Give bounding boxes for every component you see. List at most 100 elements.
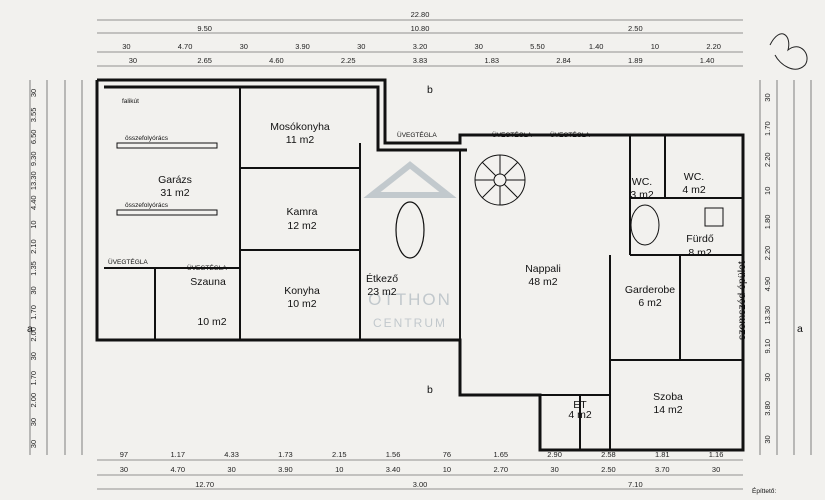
dimension-dims_top_d-0: 30 xyxy=(129,56,137,65)
misc-labels: ÜVEGTÉGLA ÜVEGTÉGLA ÜVEGTÉGLA ÜVEGTÉGLA … xyxy=(27,84,803,495)
room-name-wc1: WC. xyxy=(632,176,652,188)
dimension-dims_bottom_b-9: 2.50 xyxy=(601,465,616,474)
dimension-dims_bottom_a-8: 2.90 xyxy=(547,450,562,459)
dimension-dims_top_b-2: 2.50 xyxy=(628,24,643,33)
room-area-wc2: 4 m2 xyxy=(682,184,706,196)
room-name-kitchen: Konyha xyxy=(284,285,320,297)
room-name-et: ET xyxy=(573,399,587,411)
dimension-dims_bottom_a-11: 1.16 xyxy=(709,450,724,459)
dimension-lines xyxy=(29,19,812,490)
room-area-wardrobe: 6 m2 xyxy=(638,297,662,309)
section-a-left: a xyxy=(27,323,33,335)
dimension-dims_right-3: 10 xyxy=(763,187,772,195)
dimension-dims_top_c-4: 30 xyxy=(357,42,365,51)
dimension-dims_left-12: 30 xyxy=(29,352,38,360)
dimension-dims_left-6: 10 xyxy=(29,220,38,228)
room-area-bedroom: 14 m2 xyxy=(653,404,682,416)
glass-brick-5: ÜVEGTÉGLA xyxy=(187,263,227,272)
neighbor-building-label: szomszéd épület xyxy=(736,261,748,340)
dimension-dims_bottom_a-6: 76 xyxy=(443,450,451,459)
dimension-dims_bottom_a-2: 4.33 xyxy=(224,450,239,459)
dimension-dims_left-2: 6.50 xyxy=(29,130,38,145)
dimension-dims_top_b-1: 10.80 xyxy=(411,24,430,33)
room-name-dining: Étkező xyxy=(366,272,398,285)
dimension-dims_bottom_b-6: 10 xyxy=(443,465,451,474)
dimension-dims_right-1: 1.70 xyxy=(763,121,772,136)
dimension-dims_top_d-6: 2.84 xyxy=(556,56,571,65)
dimension-dims_left-10: 1.70 xyxy=(29,305,38,320)
dimension-dims_bottom_a-1: 1.17 xyxy=(170,450,185,459)
dimension-dims_left-16: 30 xyxy=(29,440,38,448)
dimension-dims_top_c-5: 3.20 xyxy=(413,42,428,51)
garage-grates xyxy=(116,142,218,216)
signature xyxy=(769,33,808,70)
room-area-wc1: 3 m2 xyxy=(630,189,654,201)
room-name-sauna: Szauna xyxy=(190,276,226,288)
dimension-dims_bottom_b-8: 30 xyxy=(550,465,558,474)
dimension-dims_left-5: 4.40 xyxy=(29,195,38,210)
dimension-dims_bottom_b-7: 2.70 xyxy=(493,465,508,474)
room-name-living: Nappali xyxy=(525,263,561,275)
room-area-kitchen: 10 m2 xyxy=(287,298,316,310)
dimension-dims_bottom_b-0: 30 xyxy=(120,465,128,474)
dimension-dims_right-11: 30 xyxy=(763,435,772,443)
dimension-dims_right-7: 13.30 xyxy=(763,306,772,325)
room-area-pantry: 12 m2 xyxy=(287,220,316,232)
dimension-dims_left-4: 13.30 xyxy=(29,171,38,190)
builder-label: Építtető: xyxy=(752,486,776,495)
room-area-et: 4 m2 xyxy=(568,409,592,421)
dimension-dims_top_c-10: 2.20 xyxy=(706,42,721,51)
dimension-dims_top_c-2: 30 xyxy=(240,42,248,51)
grate-label-2: összefolyórács xyxy=(125,202,169,209)
room-area-dining: 23 m2 xyxy=(367,286,396,298)
dimension-dims_top_d-8: 1.40 xyxy=(700,56,715,65)
dimension-dims_top_c-6: 30 xyxy=(475,42,483,51)
dimension-dims_left-13: 1.70 xyxy=(29,371,38,386)
bathtub-icon xyxy=(630,204,660,246)
dimension-dims_right-9: 30 xyxy=(763,373,772,381)
dimension-dims_bottom_b-3: 3.90 xyxy=(278,465,293,474)
dimension-dims_bottom_a-9: 2.58 xyxy=(601,450,616,459)
dimension-dims_top_d-1: 2.65 xyxy=(197,56,212,65)
dimension-dims_left-14: 2.00 xyxy=(29,393,38,408)
dimension-dims_top_d-2: 4.60 xyxy=(269,56,284,65)
section-a-right: a xyxy=(797,323,803,335)
dimension-dims_top_c-0: 30 xyxy=(122,42,130,51)
room-name-laundry: Mosókonyha xyxy=(270,121,330,133)
dimension-dims_right-10: 3.80 xyxy=(763,401,772,416)
room-labels: Garázs 31 m2 Mosókonyha 11 m2 Kamra 12 m… xyxy=(158,121,714,421)
dimension-dims_left-8: 1.35 xyxy=(29,261,38,276)
dimension-dims_right-8: 9.10 xyxy=(763,339,772,354)
dimension-dims_top_d-3: 2.25 xyxy=(341,56,356,65)
room-name-wardrobe: Garderobe xyxy=(625,284,675,296)
watermark-line2: CENTRUM xyxy=(373,316,447,330)
dimension-dims_bottom_a-0: 97 xyxy=(120,450,128,459)
dimension-dims_top_d-4: 3.83 xyxy=(413,56,428,65)
dimension-dims_bottom_b-1: 4.70 xyxy=(170,465,185,474)
dimension-dims_left-15: 30 xyxy=(29,418,38,426)
glass-brick-1: ÜVEGTÉGLA xyxy=(397,130,437,139)
dimension-dims_right-0: 30 xyxy=(763,93,772,101)
section-b-top: b xyxy=(427,84,433,96)
dimension-dims_top_c-3: 3.90 xyxy=(295,42,310,51)
dimension-dims_bottom_a-7: 1.65 xyxy=(493,450,508,459)
dimension-dims_bottom_b-11: 30 xyxy=(712,465,720,474)
dimension-dims_left-11: 2.00 xyxy=(29,327,38,342)
dimension-dims_top_c-7: 5.50 xyxy=(530,42,545,51)
glass-brick-3: ÜVEGTÉGLA xyxy=(550,130,590,139)
dimension-dims_right-2: 2.20 xyxy=(763,152,772,167)
dimension-dims_right-6: 4.90 xyxy=(763,277,772,292)
wall-fountain-label: falikút xyxy=(122,98,139,105)
dimension-dims_left-3: 9.30 xyxy=(29,151,38,166)
dimension-dims_top_d-5: 1.83 xyxy=(484,56,499,65)
inner-walls xyxy=(104,87,743,450)
shower-icon xyxy=(704,207,724,227)
room-name-bedroom: Szoba xyxy=(653,391,683,403)
dimension-dims_bottom_c-0: 12.70 xyxy=(195,480,214,489)
room-name-pantry: Kamra xyxy=(287,206,318,218)
section-b-bottom: b xyxy=(427,384,433,396)
room-name-bathroom: Fürdő xyxy=(686,233,714,245)
watermark-line1: OTTHON xyxy=(368,290,452,309)
